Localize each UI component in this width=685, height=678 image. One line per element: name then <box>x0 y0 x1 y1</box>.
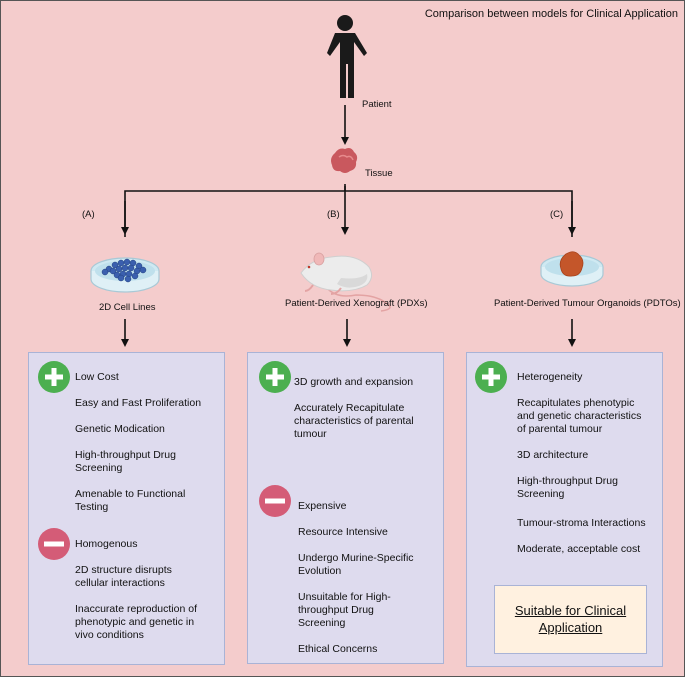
tissue-icon <box>331 148 358 173</box>
plus-icon <box>475 361 507 393</box>
disadvantage-item: 2D structure disrupts cellular interacti… <box>75 564 172 589</box>
disadvantage-item: Resource Intensive <box>298 526 388 538</box>
minus-icon <box>259 485 291 517</box>
advantage-item: Heterogeneity <box>517 371 583 383</box>
advantage-item: High-throughput Drug Screening <box>75 449 176 474</box>
disadvantage-item: Unsuitable for High-throughput Drug Scre… <box>298 591 391 629</box>
advantage-item: Easy and Fast Proliferation <box>75 397 202 409</box>
advantage-item: Amenable to Functional Testing <box>75 488 186 513</box>
disadvantage-item: Undergo Murine-Specific Evolution <box>298 552 414 577</box>
disadvantage-item: Inaccurate reproduction of phenotypic an… <box>75 603 197 641</box>
advantage-item: 3D growth and expansion <box>294 376 414 388</box>
advantage-item: Recapitulates phenotypic and genetic cha… <box>517 397 642 435</box>
patient-icon <box>327 15 367 98</box>
diagram-title: Comparison between models for Clinical A… <box>424 8 678 20</box>
petri-dish-organoid-icon <box>540 251 604 287</box>
model-name-b: Patient-Derived Xenograft (PDXs) <box>285 298 428 309</box>
advantage-item: Accurately Recapitulate characteristics … <box>294 402 414 440</box>
advantage-item: 3D architecture <box>517 449 589 461</box>
branch-line <box>124 190 573 237</box>
advantage-item: Low Cost <box>75 371 119 383</box>
petri-dish-cells-icon <box>90 257 160 293</box>
disadvantage-item: Ethical Concerns <box>298 643 378 655</box>
patient-label: Patient <box>362 99 392 110</box>
column-c-letter: (C) <box>550 209 564 220</box>
mouse-icon <box>300 252 391 312</box>
model-name-c: Patient-Derived Tumour Organoids (PDTOs) <box>494 298 681 309</box>
minus-icon <box>38 528 70 560</box>
model-name-a: 2D Cell Lines <box>99 302 156 313</box>
advantage-item: Genetic Modication <box>75 423 165 435</box>
plus-icon <box>259 361 291 393</box>
clinical-suitability-conclusion: Suitable for Clinical Application <box>494 585 647 654</box>
disadvantage-item: Expensive <box>298 500 347 512</box>
column-b-letter: (B) <box>327 209 340 220</box>
advantage-item: Moderate, acceptable cost <box>517 543 641 555</box>
advantage-item: Tumour-stroma Interactions <box>517 517 646 529</box>
model-a-card: Low Cost Easy and Fast Proliferation Gen… <box>28 352 225 665</box>
plus-icon <box>38 361 70 393</box>
tissue-label: Tissue <box>365 168 393 179</box>
model-c-card: Heterogeneity Recapitulates phenotypic a… <box>466 352 663 667</box>
column-a-letter: (A) <box>82 209 95 220</box>
disadvantage-item: Homogenous <box>75 538 138 550</box>
model-b-card: 3D growth and expansion Accurately Recap… <box>247 352 444 664</box>
advantage-item: High-throughput Drug Screening <box>517 475 618 500</box>
